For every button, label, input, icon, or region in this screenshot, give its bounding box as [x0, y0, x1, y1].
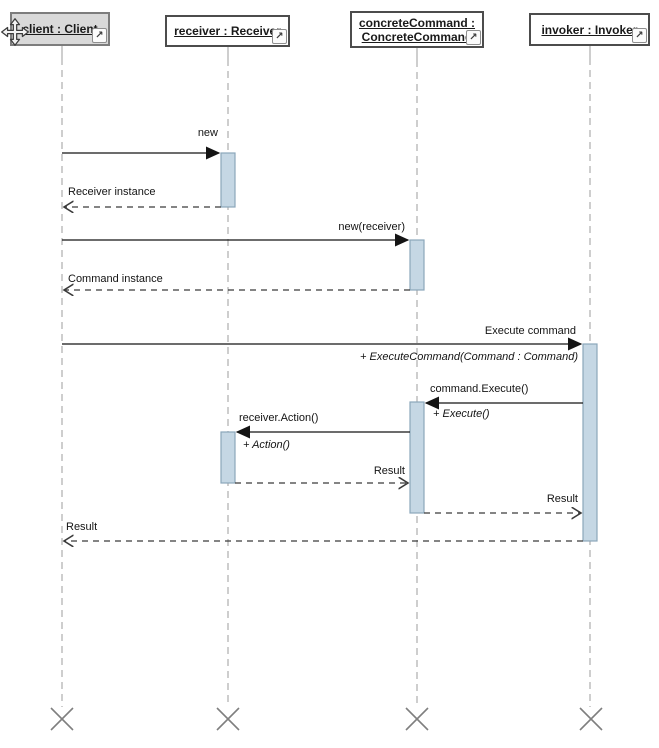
activation-bar-receiver-1[interactable] — [220, 152, 236, 208]
lifeline-label-concretecommand: concreteCommand : ConcreteCommand — [359, 16, 475, 44]
message-label-new[interactable]: new — [197, 127, 218, 139]
message-label-receiver-action[interactable]: receiver.Action() — [239, 412, 319, 424]
activation-bar-concretecommand-2[interactable] — [409, 401, 425, 514]
lifeline-label-invoker: invoker : Invoker — [541, 22, 638, 37]
destruction-x-receiver — [216, 707, 240, 731]
message-label-command-instance[interactable]: Command instance — [68, 273, 163, 285]
expand-icon[interactable]: ↗ — [466, 30, 481, 45]
message-label-result-1[interactable]: Result — [373, 465, 405, 477]
message-label-result-2[interactable]: Result — [546, 493, 578, 505]
lifeline-label-client: client : Client — [22, 22, 98, 36]
message-label-receiver-instance[interactable]: Receiver instance — [68, 186, 156, 198]
message-label-execute-command[interactable]: Execute command — [484, 325, 576, 337]
expand-icon[interactable]: ↗ — [272, 29, 287, 44]
destruction-x-concretecommand — [405, 707, 429, 731]
expand-icon[interactable]: ↗ — [632, 28, 647, 43]
lifeline-header-client[interactable]: client : Client ↗ — [10, 12, 110, 46]
lifeline-label-receiver: receiver : Receiver — [174, 24, 281, 38]
operation-label-executecommand[interactable]: + ExecuteCommand(Command : Command) — [360, 351, 578, 363]
activation-bar-invoker[interactable] — [582, 343, 598, 542]
operation-label-execute[interactable]: + Execute() — [433, 408, 490, 420]
expand-icon[interactable]: ↗ — [92, 28, 107, 43]
operation-label-action[interactable]: + Action() — [243, 439, 290, 451]
message-label-result-3[interactable]: Result — [66, 521, 98, 533]
activation-bar-concretecommand-1[interactable] — [409, 239, 425, 291]
activation-bar-receiver-2[interactable] — [220, 431, 236, 484]
lifeline-label-line1: concreteCommand : — [358, 15, 476, 30]
message-label-new-receiver[interactable]: new(receiver) — [338, 221, 405, 233]
message-label-command-execute[interactable]: command.Execute() — [430, 383, 529, 395]
lifeline-header-receiver[interactable]: receiver : Receiver ↗ — [165, 15, 290, 47]
lifeline-header-invoker[interactable]: invoker : Invoker ↗ — [529, 13, 650, 46]
destruction-x-invoker — [579, 707, 603, 731]
lifeline-label-line2: ConcreteCommand — [361, 29, 473, 44]
destruction-x-client — [50, 707, 74, 731]
lifeline-header-concretecommand[interactable]: concreteCommand : ConcreteCommand ↗ — [350, 11, 484, 48]
move-cursor-icon — [1, 18, 29, 46]
